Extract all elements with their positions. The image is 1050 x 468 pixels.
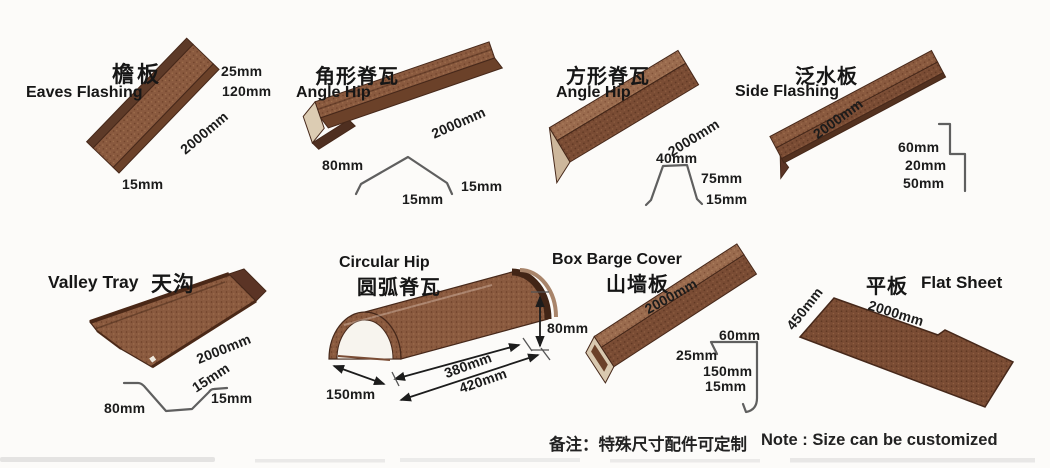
dim-label-height: 80mm <box>547 320 589 336</box>
footer-note-cn: 备注：特殊尺寸配件可定制 <box>549 436 747 454</box>
footer-note: 备注：特殊尺寸配件可定制 Note : Size can be customiz… <box>549 431 998 455</box>
box-barge-cover-title-cn: 山墙板 <box>606 274 669 296</box>
dim-label-lower: 50mm <box>903 175 945 191</box>
dim-label-side: 25mm <box>676 347 718 363</box>
angle-hip-title-en: Angle Hip <box>296 84 371 101</box>
outer-length-arrow <box>399 353 540 402</box>
valley-tray-title-en: Valley Tray <box>48 272 139 292</box>
angle-hip-profile-drawing <box>354 155 454 196</box>
flat-sheet-title-cn: 平板 <box>866 276 908 298</box>
circular-hip-title-cn: 圆弧脊瓦 <box>357 277 441 299</box>
dim-label-top: 40mm <box>656 150 698 166</box>
footer-note-en: Note : Size can be customized <box>761 431 998 449</box>
width-arrow <box>332 364 386 386</box>
box-barge-cover-illustration <box>585 243 759 414</box>
box-barge-profile-drawing <box>709 340 759 414</box>
flat-sheet-illustration <box>798 297 1015 408</box>
dim-label-step: 20mm <box>905 157 947 173</box>
side-flashing-profile-drawing <box>937 122 967 193</box>
scan-artifacts <box>0 457 1035 463</box>
dim-label-hem: 15mm <box>706 191 748 207</box>
dim-label-top: 25mm <box>221 63 263 79</box>
box-barge-cover-title-en: Box Barge Cover <box>552 251 682 268</box>
dim-label-hem-right: 15mm <box>461 178 503 194</box>
square-angle-hip-title-cn: 方形脊瓦 <box>566 66 650 88</box>
valley-tray-illustration <box>89 268 267 413</box>
side-flashing-title-cn: 泛水板 <box>795 66 858 88</box>
dim-label-upper: 60mm <box>898 139 940 155</box>
dim-label-face: 150mm <box>703 363 753 379</box>
dim-label-hem-right: 15mm <box>211 390 253 406</box>
eaves-flashing-title-en: Eaves Flashing <box>26 84 143 101</box>
dim-label-height: 75mm <box>701 170 743 186</box>
eaves-flashing-illustration <box>85 37 220 174</box>
circular-hip-title-en: Circular Hip <box>339 254 430 271</box>
square-angle-hip-title-en: Angle Hip <box>556 84 631 101</box>
dim-label-bottom: 80mm <box>104 400 146 416</box>
dim-label-hem: 15mm <box>705 378 747 394</box>
side-flashing-illustration <box>769 49 967 193</box>
flat-sheet-title-en: Flat Sheet <box>921 273 1003 292</box>
eaves-flashing-title-cn: 檐板 <box>112 62 163 87</box>
dim-label-top: 60mm <box>719 327 761 343</box>
valley-tray-title-cn: 天沟 <box>151 273 195 296</box>
angle-hip-title-cn: 角形脊瓦 <box>315 66 399 88</box>
square-angle-hip-illustration <box>548 49 704 207</box>
dim-label-width: 80mm <box>322 157 364 173</box>
dim-label-face: 120mm <box>222 83 272 99</box>
dim-label-hem-left: 15mm <box>402 191 444 207</box>
circular-hip-illustration <box>328 268 558 402</box>
angle-hip-illustration <box>302 41 504 196</box>
dim-label-width: 150mm <box>326 386 376 402</box>
dim-label-hem: 15mm <box>122 176 164 192</box>
square-angle-hip-profile-drawing <box>644 163 704 207</box>
valley-tray-profile-drawing <box>122 381 229 413</box>
side-flashing-title-en: Side Flashing <box>735 83 840 100</box>
